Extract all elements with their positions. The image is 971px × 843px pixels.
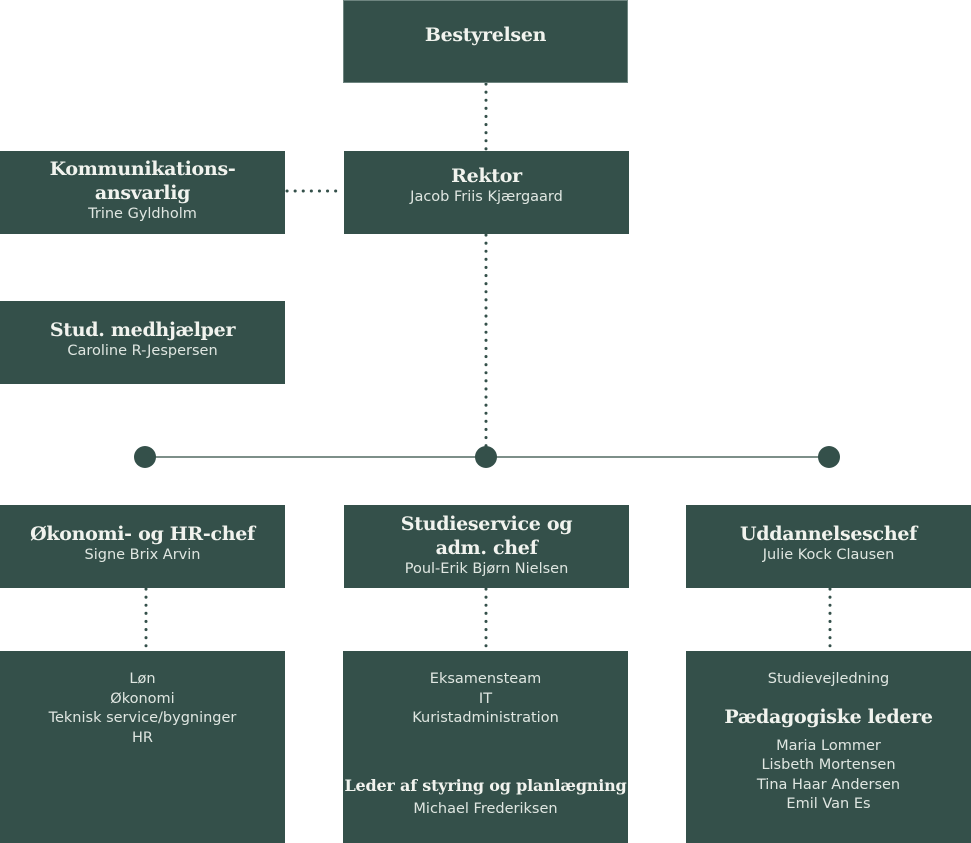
education-name: Julie Kock Clausen: [762, 547, 895, 563]
pedagogical-leaders-title: Pædagogiske ledere: [724, 705, 933, 728]
study-service-unit: IT: [478, 690, 493, 707]
education-title: Uddannelseschef: [739, 523, 917, 545]
planning-leader-name: Michael Frederiksen: [413, 800, 558, 817]
communications-box: Kommunikations- ansvarlig Trine Gyldholm: [0, 151, 285, 234]
branch-node-center: [475, 446, 497, 468]
study-service-unit: Eksamensteam: [429, 671, 542, 687]
branch-node-left: [134, 446, 156, 468]
finance-unit: Teknisk service/bygninger: [48, 710, 237, 726]
education-units-box: Studievejledning Pædagogiske ledere Mari…: [686, 651, 971, 843]
finance-hr-title: Økonomi- og HR-chef: [30, 523, 255, 545]
board-box: Bestyrelsen: [343, 0, 628, 83]
education-box: Uddannelseschef Julie Kock Clausen: [686, 505, 971, 588]
study-service-box: Studieservice og adm. chef Poul-Erik Bjø…: [344, 505, 629, 588]
finance-unit: HR: [132, 729, 153, 746]
study-service-name: Poul-Erik Bjørn Nielsen: [404, 561, 569, 577]
rector-name: Jacob Friis Kjærgaard: [410, 189, 563, 205]
pedagogical-leader: Lisbeth Mortensen: [761, 757, 896, 773]
communications-name: Trine Gyldholm: [88, 206, 197, 222]
finance-hr-box: Økonomi- og HR-chef Signe Brix Arvin: [0, 505, 285, 588]
pedagogical-leader: Tina Haar Andersen: [756, 776, 901, 793]
finance-units-box: Løn Økonomi Teknisk service/bygninger HR: [0, 651, 285, 843]
study-service-title-line1: Studieservice og: [400, 513, 573, 535]
board-title: Bestyrelsen: [424, 23, 547, 46]
finance-unit: Økonomi: [110, 690, 175, 707]
pedagogical-leader: Emil Van Es: [786, 796, 871, 812]
student-assistant-box: Stud. medhjælper Caroline R-Jespersen: [0, 301, 285, 384]
student-assistant-name: Caroline R-Jespersen: [67, 343, 218, 359]
branch-node-right: [818, 446, 840, 468]
communications-title-line1: Kommunikations-: [49, 158, 236, 180]
study-service-unit: Kuristadministration: [412, 710, 559, 726]
rector-title: Rektor: [451, 165, 522, 187]
planning-leader-title: Leder af styring og planlægning: [344, 775, 627, 795]
finance-unit: Løn: [129, 671, 156, 687]
student-assistant-title: Stud. medhjælper: [49, 319, 236, 341]
finance-hr-name: Signe Brix Arvin: [84, 547, 201, 563]
rector-box: Rektor Jacob Friis Kjærgaard: [344, 151, 629, 234]
communications-title-line2: ansvarlig: [94, 182, 191, 204]
education-unit: Studievejledning: [767, 671, 890, 687]
study-service-units-box: Eksamensteam IT Kuristadministration Led…: [343, 651, 628, 843]
study-service-title-line2: adm. chef: [435, 537, 538, 559]
pedagogical-leader: Maria Lommer: [776, 737, 881, 754]
